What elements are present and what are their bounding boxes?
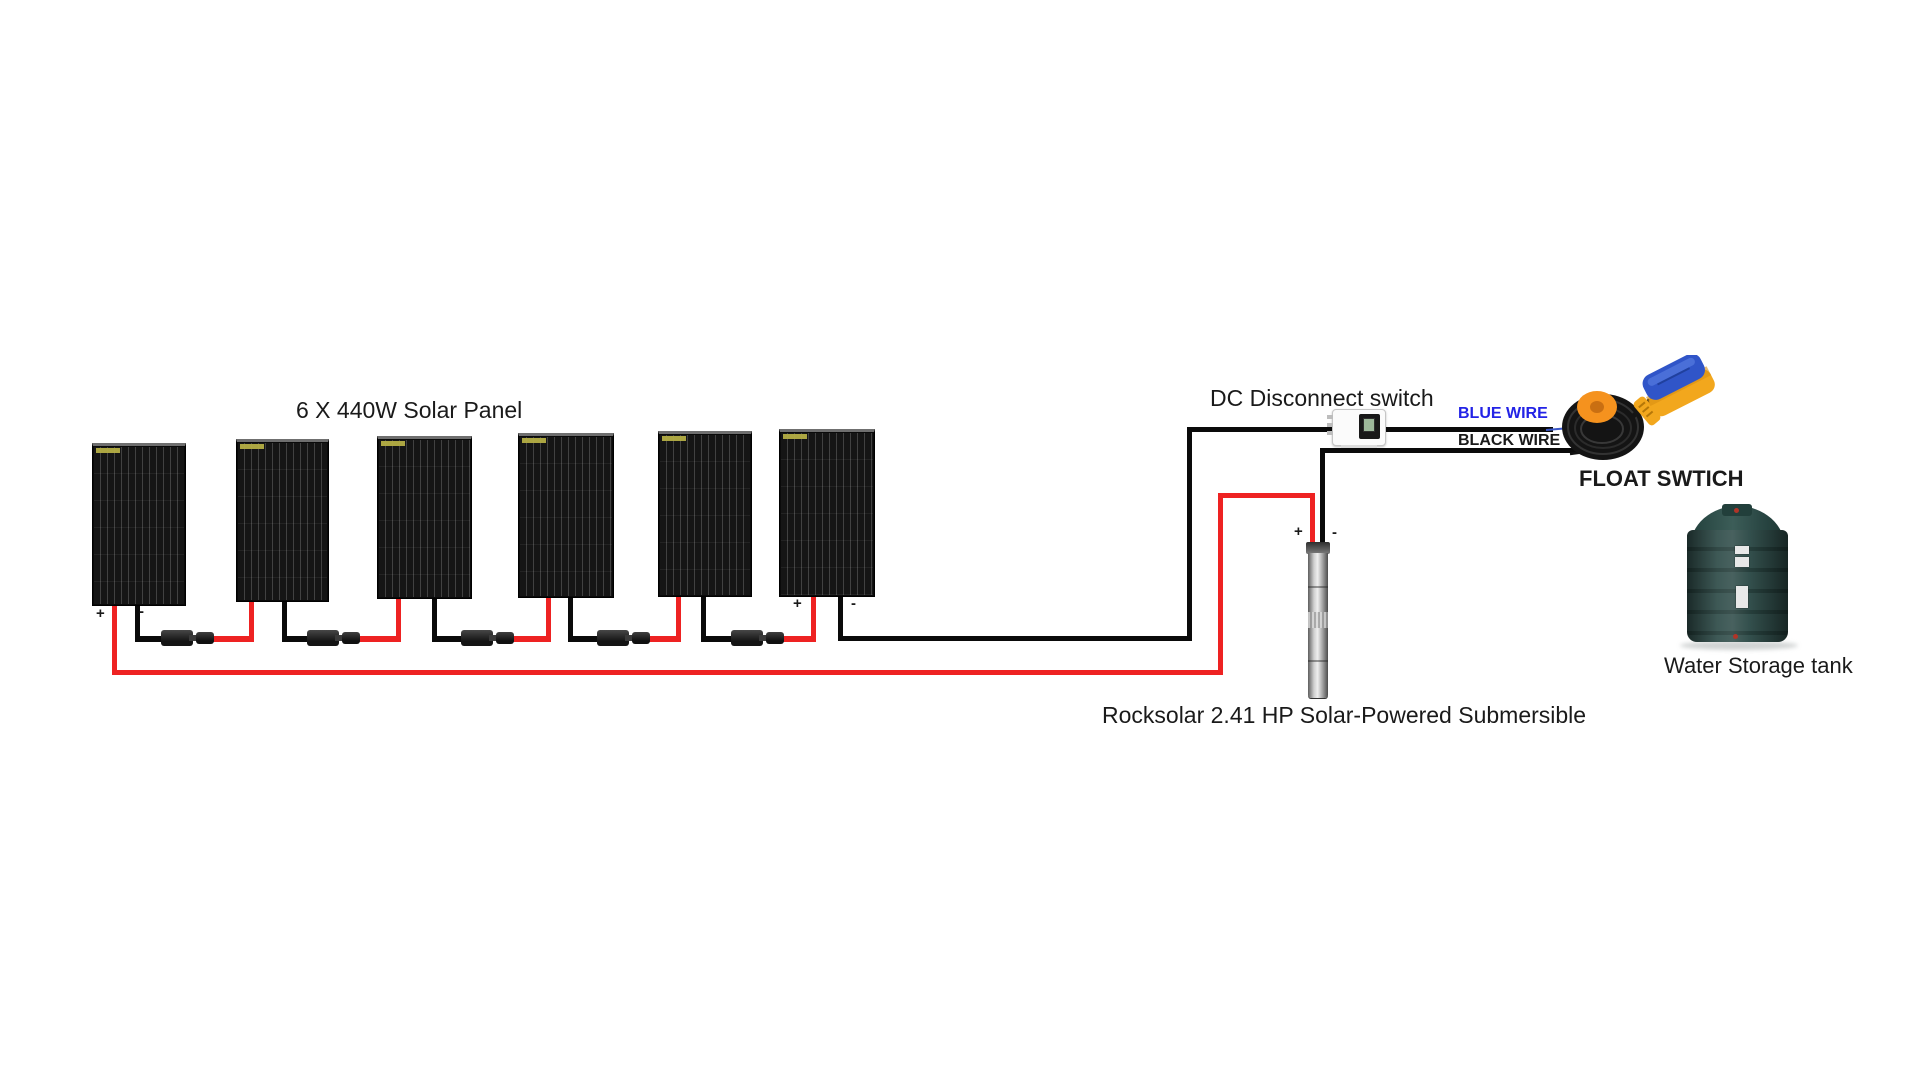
tank-sticker: [1736, 586, 1748, 608]
mc4-connector-pair: [597, 629, 650, 647]
junction-black-drop: [701, 585, 706, 642]
mc4-female-icon: [196, 632, 214, 644]
solar-panel-6: [779, 429, 875, 597]
negative-wire-panel6-drop: [838, 589, 843, 641]
panel-sticker: [96, 448, 120, 453]
pump-negative-riser: [1320, 448, 1325, 545]
dc-switch-label: DC Disconnect switch: [1210, 385, 1434, 411]
pump-cap: [1306, 542, 1330, 554]
mc4-male-icon: [307, 630, 344, 646]
tank-sticker: [1735, 546, 1749, 554]
positive-wire-top-run: [1218, 493, 1315, 498]
float-body: [1642, 355, 1715, 417]
spool-hole: [1590, 401, 1604, 413]
positive-wire-panel1-drop: [112, 596, 117, 675]
junction-black-stub: [701, 636, 737, 642]
junction-red-rise: [811, 585, 816, 642]
solar-panel-3: [377, 436, 472, 599]
pump-label: Rocksolar 2.41 HP Solar-Powered Submersi…: [1102, 702, 1587, 728]
float-switch: [1545, 355, 1715, 460]
junction-red-rise: [396, 587, 401, 642]
mc4-male-icon: [161, 630, 198, 646]
switch-base: [1341, 445, 1377, 448]
tank-outlet-icon: [1733, 634, 1738, 639]
junction-black-drop: [282, 590, 287, 642]
panel6-negative-marker: -: [851, 595, 856, 612]
mc4-female-icon: [496, 632, 514, 644]
panel-sticker: [240, 444, 264, 449]
mc4-connector-pair: [307, 629, 360, 647]
junction-red-stub: [210, 636, 254, 642]
mc4-male-icon: [597, 630, 634, 646]
positive-wire-pump-drop: [1310, 493, 1315, 545]
negative-wire-run: [838, 636, 1192, 641]
panel-sticker: [381, 441, 405, 446]
junction-black-stub: [432, 636, 467, 642]
pump-seam: [1308, 586, 1328, 588]
panel-sticker: [522, 438, 546, 443]
string-positive-marker: +: [96, 605, 105, 622]
junction-red-rise: [546, 586, 551, 642]
mc4-male-icon: [731, 630, 768, 646]
positive-wire-riser: [1218, 495, 1223, 675]
switch-terminal-icon: [1327, 423, 1333, 427]
solar-panel-5: [658, 431, 752, 597]
tank-label: Water Storage tank: [1664, 653, 1853, 678]
mc4-connector-pair: [161, 629, 214, 647]
junction-black-drop: [432, 587, 437, 642]
junction-red-rise: [249, 590, 254, 642]
solar-panel-4: [518, 433, 614, 598]
mc4-female-icon: [766, 632, 784, 644]
junction-black-drop: [135, 594, 140, 642]
junction-black-stub: [282, 636, 313, 642]
float-switch-label: FLOAT SWTICH: [1579, 466, 1744, 491]
array-title: 6 X 440W Solar Panel: [296, 397, 523, 423]
switch-terminal-icon: [1327, 415, 1333, 419]
tank-sticker: [1735, 557, 1749, 567]
pump-seam: [1308, 660, 1328, 662]
mc4-connector-pair: [461, 629, 514, 647]
switch-terminal-icon: [1327, 431, 1333, 435]
mc4-male-icon: [461, 630, 498, 646]
string-negative-marker: -: [139, 603, 144, 620]
panel-sticker: [783, 434, 807, 439]
blue-wire-line: [1381, 427, 1553, 432]
dc-disconnect-switch: [1327, 409, 1386, 448]
mc4-female-icon: [632, 632, 650, 644]
pump-positive-marker: +: [1294, 523, 1303, 540]
solar-panel-2: [236, 439, 329, 602]
switch-display-icon: [1359, 414, 1380, 439]
junction-red-stub: [780, 636, 815, 642]
panel-sticker: [662, 436, 686, 441]
junction-red-stub: [510, 636, 550, 642]
tank-shadow: [1680, 641, 1798, 650]
positive-wire-bus: [112, 670, 1223, 675]
mc4-female-icon: [342, 632, 360, 644]
tank-lid-icon: [1722, 504, 1752, 516]
black-wire-line: [1320, 448, 1577, 453]
junction-black-stub: [568, 636, 603, 642]
junction-black-drop: [568, 586, 573, 642]
junction-red-stub: [356, 636, 400, 642]
blue-wire-label: BLUE WIRE: [1458, 405, 1548, 422]
junction-red-rise: [676, 585, 681, 642]
pump-intake-band: [1308, 612, 1328, 628]
solar-panel-1: [92, 443, 186, 606]
black-wire-label: BLACK WIRE: [1458, 432, 1561, 449]
panel6-positive-marker: +: [793, 595, 802, 612]
junction-red-stub: [646, 636, 680, 642]
pump-negative-marker: -: [1332, 524, 1337, 541]
negative-wire-to-switch: [1187, 427, 1335, 432]
mc4-connector-pair: [731, 629, 784, 647]
float-connector: [1633, 396, 1661, 426]
negative-wire-riser: [1187, 427, 1192, 641]
junction-black-stub: [135, 636, 167, 642]
